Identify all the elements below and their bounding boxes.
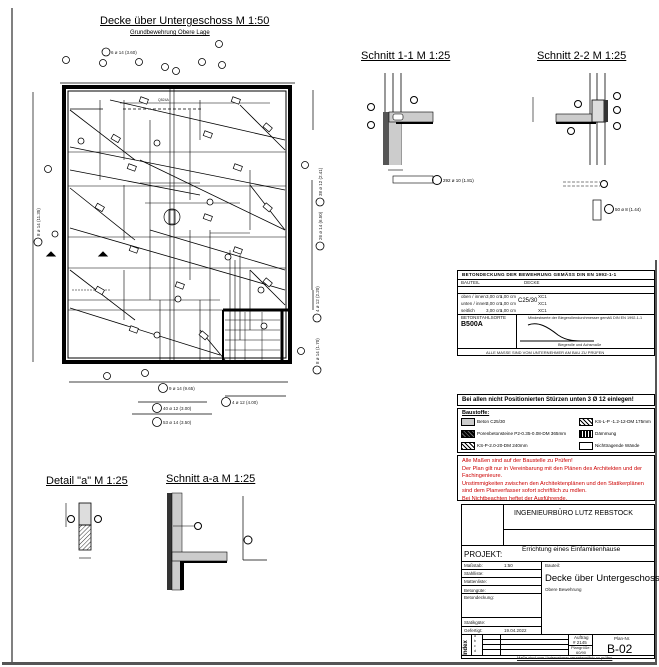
projekt-name: Errichtung eines Einfamilienhause [522,546,621,553]
cover-row-xc: XC1 [538,294,547,299]
bauteil-sub: Obere Bewehrung [545,587,582,592]
cover-col-bauteil: BAUTEIL [461,280,480,285]
label-pos10: 26 ø 14 (6.50) [318,211,323,240]
projekt-label: PROJEKT: [464,550,503,559]
section-a-a [167,492,267,591]
massstab-value: 1:50 [504,563,513,568]
material-item: Porenbetonsteine P2-0.35-0.08-DM 365mm [461,430,566,438]
label-pos8: 4 ø 12 (2.20) [315,286,320,312]
cover-footer: ALLE MASSE SIND VOM UNTERNEHMER AM BAU Z… [486,350,605,355]
cover-concrete: C25/30 [518,298,538,304]
cover-row-cnom: 3,00 cm [486,294,503,299]
label-pos5: 6 ø 14 (3.60) [111,50,137,55]
note-line: Der Plan gilt nur in Vereinbarung mit de… [462,465,643,480]
gefertigt-label: Gefertigt: [464,628,483,633]
cover-row-side: oben / innen [461,294,486,299]
subtitle-main: Grundbewehrung Obere Lage [130,30,210,36]
section-1-1 [367,73,442,185]
material-item: KS-L-P -1.2-12-DM 175mm [579,418,651,426]
cover-row-side: seitlich [461,308,475,313]
title-schnitt-1-1: Schnitt 1-1 M 1:25 [361,50,451,62]
cover-col-decke: DECKE [524,280,540,285]
cover-row-xc: XC1 [538,301,547,306]
firm-name: INGENIEURBÜRO LUTZ REBSTOCK [514,510,633,517]
label-pos9: 8 ø 14 (1.70) [315,338,320,364]
plangroesse-value: 60/90 [576,650,587,655]
cover-row-dc: 1,00 cm [500,294,517,299]
stahlliste-label: Stahlliste: [464,571,484,576]
materials-legend: Baustoffe: Beton C25/30 KS-L-P -1.2-12-D… [457,408,655,453]
plannr-label: Plan-Nr. [614,636,631,641]
plangroesse-label: Plangröße: [571,645,591,650]
cover-row-dc: 1,00 cm [500,301,517,306]
plan-number: B-02 [607,642,633,656]
label-pos3: 8 ø 14 (11.35) [36,208,41,236]
logo-box [462,505,504,545]
bauteil-label: Bauteil: [545,563,561,568]
betondeckung-label: Betondeckung: [464,595,495,600]
cover-row-xc: XC1 [538,308,547,313]
label-pos11: 38 ø 12 (2.41) [318,167,323,196]
label-pos7: 4 ø 12 (4.00) [232,400,258,405]
floor-plan [32,82,314,415]
auftrag-label: Auftrag [574,635,589,640]
material-item: Dämmung [579,430,616,438]
gefertigt-date: 19.04.2022 [504,628,527,633]
title-detail-a: Detail "a" M 1:25 [46,475,128,487]
bend-title: Mindestwerte der Biegerollendurchmesser … [528,316,643,320]
bauteil-name: Decke über Untergeschoss [545,573,659,584]
note-line: Bei Nichtbeachten heftet der Ausführende… [462,495,568,502]
materials-title: Baustoffe: [462,410,490,416]
stuerze-note: Bei allen nicht Positionierten Stürzen u… [457,394,655,406]
material-item: Nichttragende Wände [579,442,639,450]
title-main: Decke über Untergeschoss M 1:50 [100,15,270,27]
steel-label: BETONSTAHLSORTE [461,315,507,320]
position-markers [33,40,325,427]
label-s22-pos2: 50 ø 8 (1.44) [615,207,641,212]
auftrag-value: # 2145 [573,640,587,645]
cover-table: BETONDECKUNG DER BEWEHRUNG GEMÄSS DIN EN… [457,270,655,356]
cover-row-cnom: 3,00 cm [486,308,503,313]
cover-row-cnom: 3,00 cm [486,301,503,306]
material-item: KS-P-2.0-20-DM 240mm [461,442,528,450]
stuerze-note-text: Bei allen nicht Positionierten Stürzen u… [462,397,634,403]
mattenliste-label: Mattenliste: [464,579,488,584]
statikguete-label: Statikgüte: [464,620,486,625]
title-schnitt-a-a: Schnitt a-a M 1:25 [166,473,256,485]
section-2-2 [532,73,621,221]
bend-diagram [520,323,595,342]
note-line: Unstimmigkeiten zwischen den Architekten… [462,480,644,495]
index-label: Index [462,640,469,656]
label-pos4: 9 ø 14 (9.65) [169,386,195,391]
material-item: Beton C25/30 [461,418,505,426]
note-line: Alle Maßen sind auf der Baustelle zu Prü… [462,458,573,464]
mat-label: Q524A [158,98,170,102]
label-s11-pos1: 292 ø 10 (1.81) [443,178,474,183]
steel-grade: B500A [461,321,483,328]
bend-caption: Biegerolle und Achsmaße [558,343,602,347]
cover-row-side: unten / innen [461,301,488,306]
sheet-frame-bottom [2,662,657,665]
title-block-footer: Maße sind vom Unternehmer verantwortlich… [517,655,613,660]
massstab-label: Maßstab: [464,563,483,568]
cover-table-title: BETONDECKUNG DER BEWEHRUNG GEMÄSS DIN EN… [462,272,617,277]
cover-row-dc: 1,00 cm [500,308,517,313]
general-notes: Alle Maßen sind auf der Baustelle zu Prü… [457,455,655,502]
title-block: INGENIEURBÜRO LUTZ REBSTOCK PROJEKT: Err… [461,504,659,660]
title-schnitt-2-2: Schnitt 2-2 M 1:25 [537,50,627,62]
label-pos13: 53 ø 14 (3.50) [163,420,192,425]
label-pos12: 40 ø 12 (3.00) [163,406,192,411]
betonguete-label: Betongüte: [464,588,486,593]
detail-a [65,502,102,559]
